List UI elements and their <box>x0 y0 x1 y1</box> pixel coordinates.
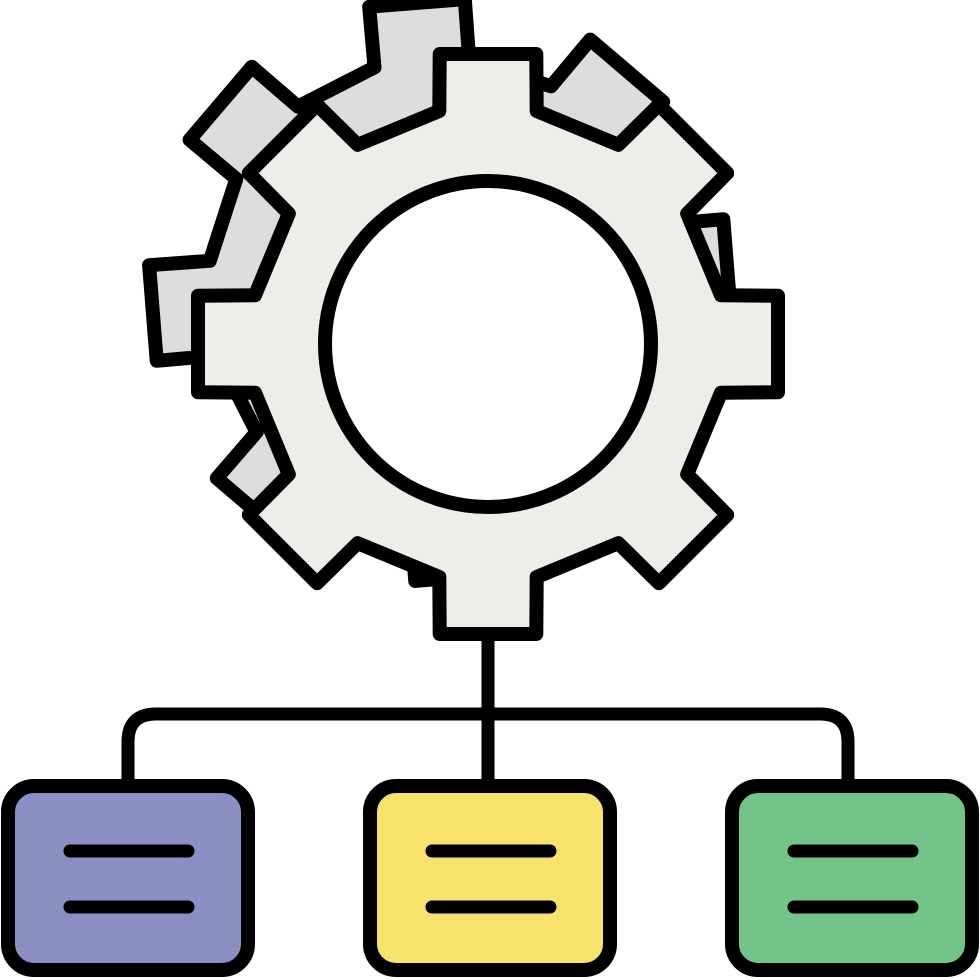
branch-line <box>121 707 855 792</box>
gear-hub-icon <box>318 174 658 514</box>
node-box <box>363 779 617 977</box>
node-box <box>1 779 255 977</box>
right-node-icon <box>725 779 979 977</box>
center-node-icon <box>363 779 617 977</box>
connector-lines <box>121 633 855 795</box>
child-nodes <box>1 779 979 977</box>
node-box <box>725 779 979 977</box>
left-node-icon <box>1 779 255 977</box>
